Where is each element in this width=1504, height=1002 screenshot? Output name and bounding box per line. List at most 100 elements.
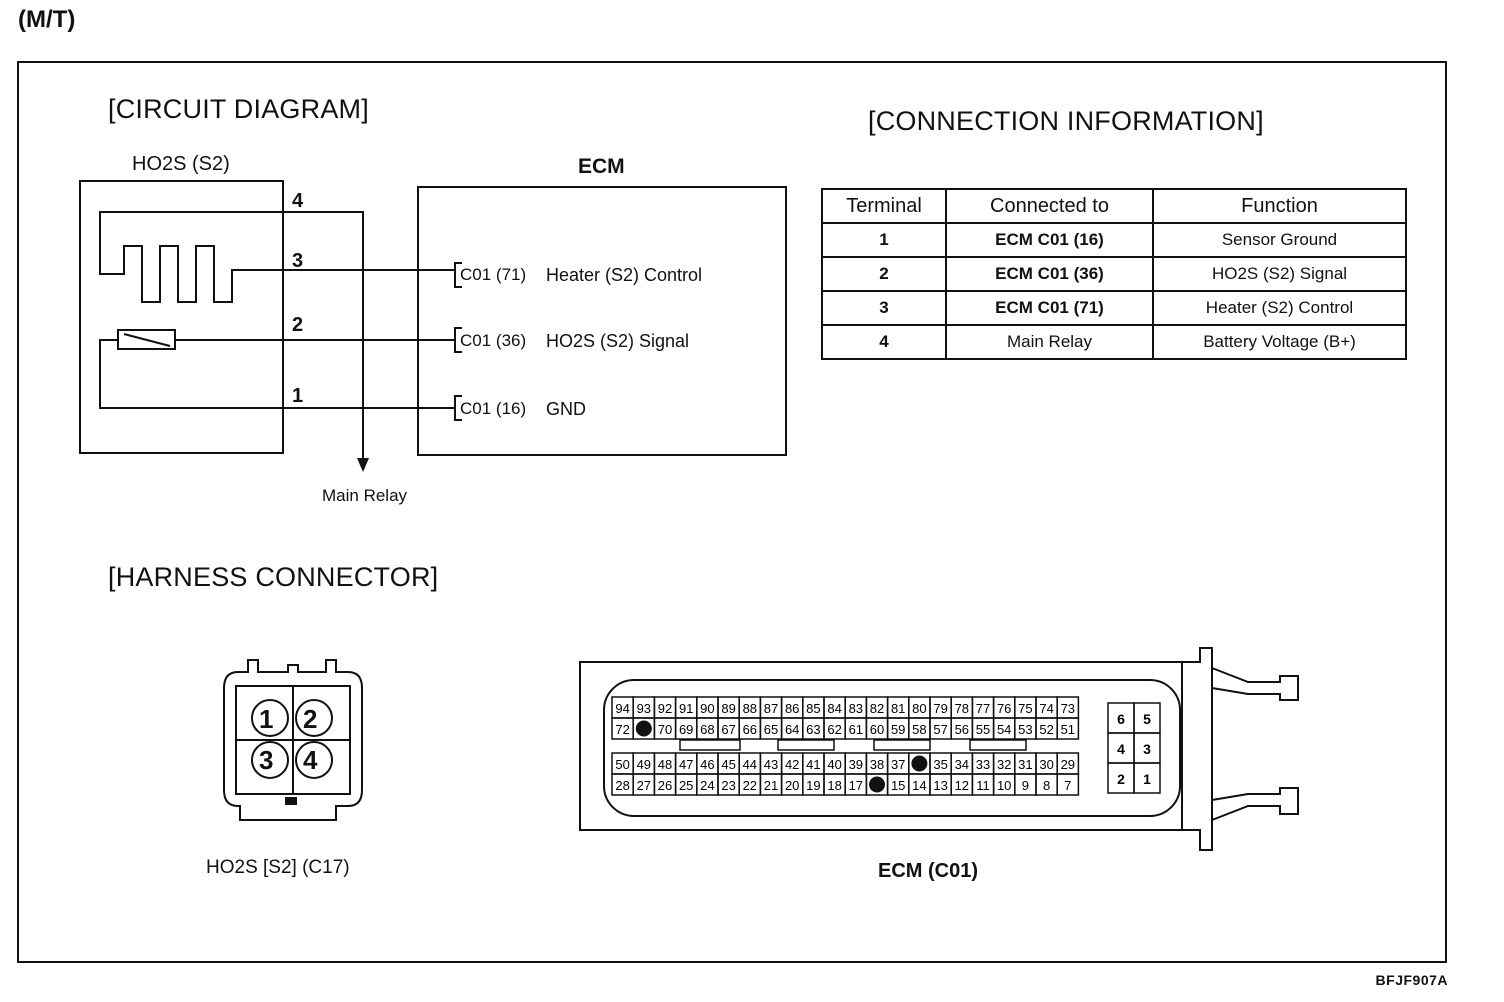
ecm-pin-number: 92 bbox=[658, 701, 672, 716]
ecm-pin-number: 38 bbox=[870, 757, 884, 772]
ecm-pin-number: 28 bbox=[615, 778, 629, 793]
ecm-pin-number: 94 bbox=[615, 701, 629, 716]
ecm-pin-number: 84 bbox=[827, 701, 841, 716]
ecm-pin-number: 72 bbox=[615, 722, 629, 737]
ecm-pin-number: 88 bbox=[743, 701, 757, 716]
ecm-pin-cell bbox=[1056, 773, 1080, 796]
circuit-diagram-title: [CIRCUIT DIAGRAM] bbox=[108, 94, 369, 124]
ecm-pin-number: 8 bbox=[1043, 778, 1050, 793]
ecm-pin-number: 57 bbox=[933, 722, 947, 737]
ecm-pin-number: 33 bbox=[976, 757, 990, 772]
ecm-pin-number: 53 bbox=[1018, 722, 1032, 737]
function-cell: Battery Voltage (B+) bbox=[1152, 324, 1407, 360]
ecm-key-tab bbox=[679, 739, 741, 751]
ecm-pin-number: 14 bbox=[912, 778, 926, 793]
ecm-pin-number: 21 bbox=[764, 778, 778, 793]
ho2s-pin-3: 3 bbox=[259, 745, 274, 775]
ecm-pin-number: 45 bbox=[721, 757, 735, 772]
ecm-pin-number: 22 bbox=[743, 778, 757, 793]
ecm-pin-number: 44 bbox=[743, 757, 757, 772]
ho2s-pin-2: 2 bbox=[303, 704, 318, 734]
terminal-cell: 1 bbox=[821, 222, 947, 258]
ecm-pin-cell bbox=[1056, 717, 1080, 740]
ecm-small-pin-number: 1 bbox=[1143, 771, 1151, 787]
heater-coil bbox=[99, 212, 455, 303]
ecm-label: ECM bbox=[578, 155, 625, 178]
ecm-pin-number: 30 bbox=[1039, 757, 1053, 772]
ecm-pin-number: 52 bbox=[1039, 722, 1053, 737]
ecm-pin-number: 35 bbox=[933, 757, 947, 772]
ecm-pin-code-36: C01 (36) bbox=[460, 331, 527, 350]
ecm-pin-number: 83 bbox=[849, 701, 863, 716]
ecm-pin-number: 11 bbox=[976, 778, 990, 793]
main-relay-arrow bbox=[357, 458, 369, 472]
ecm-pin-number: 9 bbox=[1022, 778, 1029, 793]
connected-to-cell: ECM C01 (16) bbox=[945, 222, 1154, 258]
ecm-pin-number: 76 bbox=[997, 701, 1011, 716]
diagram-frame bbox=[17, 61, 1447, 963]
ecm-pin-code-16: C01 (16) bbox=[460, 399, 527, 418]
ho2s-pin-4: 4 bbox=[303, 745, 318, 775]
table-header-row: Terminal Connected to Function bbox=[821, 188, 1407, 224]
function-cell: Sensor Ground bbox=[1152, 222, 1407, 258]
connection-info-title: [CONNECTION INFORMATION] bbox=[868, 106, 1264, 136]
ecm-pin-number: 79 bbox=[933, 701, 947, 716]
figure-code: BFJF907A bbox=[1375, 972, 1448, 988]
ecm-pin-number: 29 bbox=[1061, 757, 1075, 772]
ecm-pin-number: 12 bbox=[955, 778, 969, 793]
ecm-pin-name-36: HO2S (S2) Signal bbox=[546, 331, 690, 351]
ecm-small-pin-number: 4 bbox=[1117, 741, 1125, 757]
ecm-small-pin-number: 6 bbox=[1117, 711, 1125, 727]
ecm-pin-number: 70 bbox=[658, 722, 672, 737]
ecm-pin-code-71: C01 (71) bbox=[460, 265, 527, 284]
pin-number-1: 1 bbox=[292, 385, 304, 407]
ecm-pin-number: 18 bbox=[827, 778, 841, 793]
ecm-pin-number: 32 bbox=[997, 757, 1011, 772]
harness-connector-title: [HARNESS CONNECTOR] bbox=[108, 562, 439, 592]
ecm-pin-number: 34 bbox=[955, 757, 969, 772]
ecm-pin-number: 67 bbox=[721, 722, 735, 737]
ecm-pin-number: 91 bbox=[679, 701, 693, 716]
ecm-pin-number: 77 bbox=[976, 701, 990, 716]
table-row: 4 Main Relay Battery Voltage (B+) bbox=[821, 324, 1407, 360]
ecm-pin-number: 73 bbox=[1061, 701, 1075, 716]
table-row: 1 ECM C01 (16) Sensor Ground bbox=[821, 222, 1407, 258]
ecm-box bbox=[417, 186, 787, 456]
ecm-pin-number: 47 bbox=[679, 757, 693, 772]
ecm-pin-blank bbox=[869, 776, 885, 793]
header-function: Function bbox=[1152, 188, 1407, 224]
function-cell: HO2S (S2) Signal bbox=[1152, 256, 1407, 292]
ecm-pin-number: 62 bbox=[827, 722, 841, 737]
pin-number-2: 2 bbox=[292, 314, 304, 336]
ecm-pin-number: 74 bbox=[1039, 701, 1053, 716]
terminal-cell: 2 bbox=[821, 256, 947, 292]
page-header: (M/T) bbox=[18, 6, 76, 33]
ecm-pin-number: 15 bbox=[891, 778, 905, 793]
ecm-small-pin-number: 5 bbox=[1143, 711, 1151, 727]
ecm-pin-number: 90 bbox=[700, 701, 714, 716]
ecm-pin-number: 81 bbox=[891, 701, 905, 716]
ecm-pin-number: 23 bbox=[721, 778, 735, 793]
ecm-pin-name-16: GND bbox=[546, 399, 586, 419]
pin-number-3: 3 bbox=[292, 250, 304, 272]
ecm-pin-number: 93 bbox=[637, 701, 651, 716]
pin-number-4: 4 bbox=[292, 190, 304, 212]
ecm-pin-number: 59 bbox=[891, 722, 905, 737]
ecm-pin-number: 37 bbox=[891, 757, 905, 772]
ecm-pin-number: 48 bbox=[658, 757, 672, 772]
ecm-pin-number: 40 bbox=[827, 757, 841, 772]
ecm-pin-number: 24 bbox=[700, 778, 714, 793]
ecm-pin-number: 42 bbox=[785, 757, 799, 772]
ecm-pin-number: 27 bbox=[637, 778, 651, 793]
header-terminal: Terminal bbox=[821, 188, 947, 224]
ecm-pin-number: 89 bbox=[721, 701, 735, 716]
ecm-small-pin-number: 3 bbox=[1143, 741, 1151, 757]
header-connected-to: Connected to bbox=[945, 188, 1154, 224]
main-relay-label: Main Relay bbox=[322, 486, 408, 505]
ecm-pin-number: 85 bbox=[806, 701, 820, 716]
